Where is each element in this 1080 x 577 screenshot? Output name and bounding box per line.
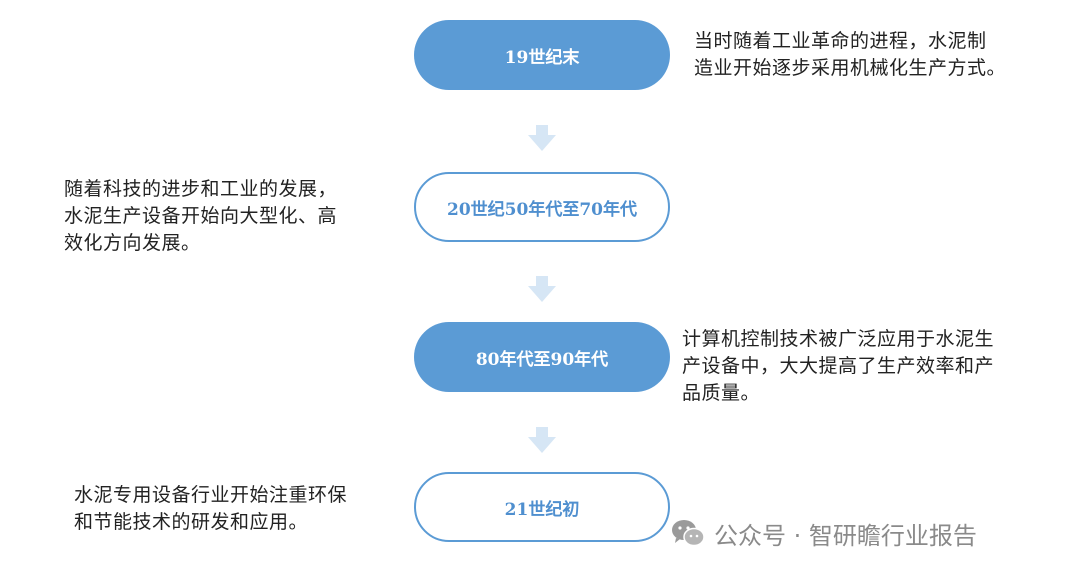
down-arrow-icon bbox=[528, 125, 556, 151]
description-1950s-1970s: 随着科技的进步和工业的发展， 水泥生产设备开始向大型化、高 效化方向发展。 bbox=[64, 176, 337, 257]
description-line: 产设备中，大大提高了生产效率和产 bbox=[682, 355, 995, 377]
description-line: 效化方向发展。 bbox=[64, 232, 201, 254]
stage-label: 20世纪50年代至70年代 bbox=[447, 199, 637, 220]
description-21st-century-start: 水泥专用设备行业开始注重环保 和节能技术的研发和应用。 bbox=[74, 482, 347, 536]
stage-label: 80年代至90年代 bbox=[475, 349, 609, 370]
description-line: 品质量。 bbox=[682, 382, 761, 404]
description-line: 和节能技术的研发和应用。 bbox=[74, 511, 309, 533]
description-line: 水泥专用设备行业开始注重环保 bbox=[74, 484, 348, 506]
down-arrow-icon bbox=[528, 276, 556, 302]
down-arrow-icon bbox=[528, 427, 556, 453]
stage-19th-century-end: 19世纪末 bbox=[414, 20, 670, 90]
stage-label: 19世纪末 bbox=[504, 47, 580, 68]
description-line: 造业开始逐步采用机械化生产方式。 bbox=[694, 57, 1007, 79]
watermark: 公众号 · 智研瞻行业报告 bbox=[670, 515, 977, 551]
description-line: 当时随着工业革命的进程，水泥制 bbox=[694, 30, 987, 52]
stage-21st-century-start: 21世纪初 bbox=[414, 472, 670, 542]
stage-label: 21世纪初 bbox=[504, 499, 580, 520]
description-line: 计算机控制技术被广泛应用于水泥生 bbox=[682, 328, 995, 350]
description-line: 水泥生产设备开始向大型化、高 bbox=[64, 205, 338, 227]
stage-1980s-1990s: 80年代至90年代 bbox=[414, 322, 670, 392]
description-1980s-1990s: 计算机控制技术被广泛应用于水泥生 产设备中，大大提高了生产效率和产 品质量。 bbox=[682, 326, 994, 407]
stage-1950s-1970s: 20世纪50年代至70年代 bbox=[414, 172, 670, 242]
wechat-icon bbox=[672, 520, 705, 547]
description-line: 随着科技的进步和工业的发展， bbox=[64, 178, 338, 200]
description-19th-century-end: 当时随着工业革命的进程，水泥制 造业开始逐步采用机械化生产方式。 bbox=[694, 28, 1006, 82]
watermark-text: 公众号 · 智研瞻行业报告 bbox=[714, 521, 977, 550]
